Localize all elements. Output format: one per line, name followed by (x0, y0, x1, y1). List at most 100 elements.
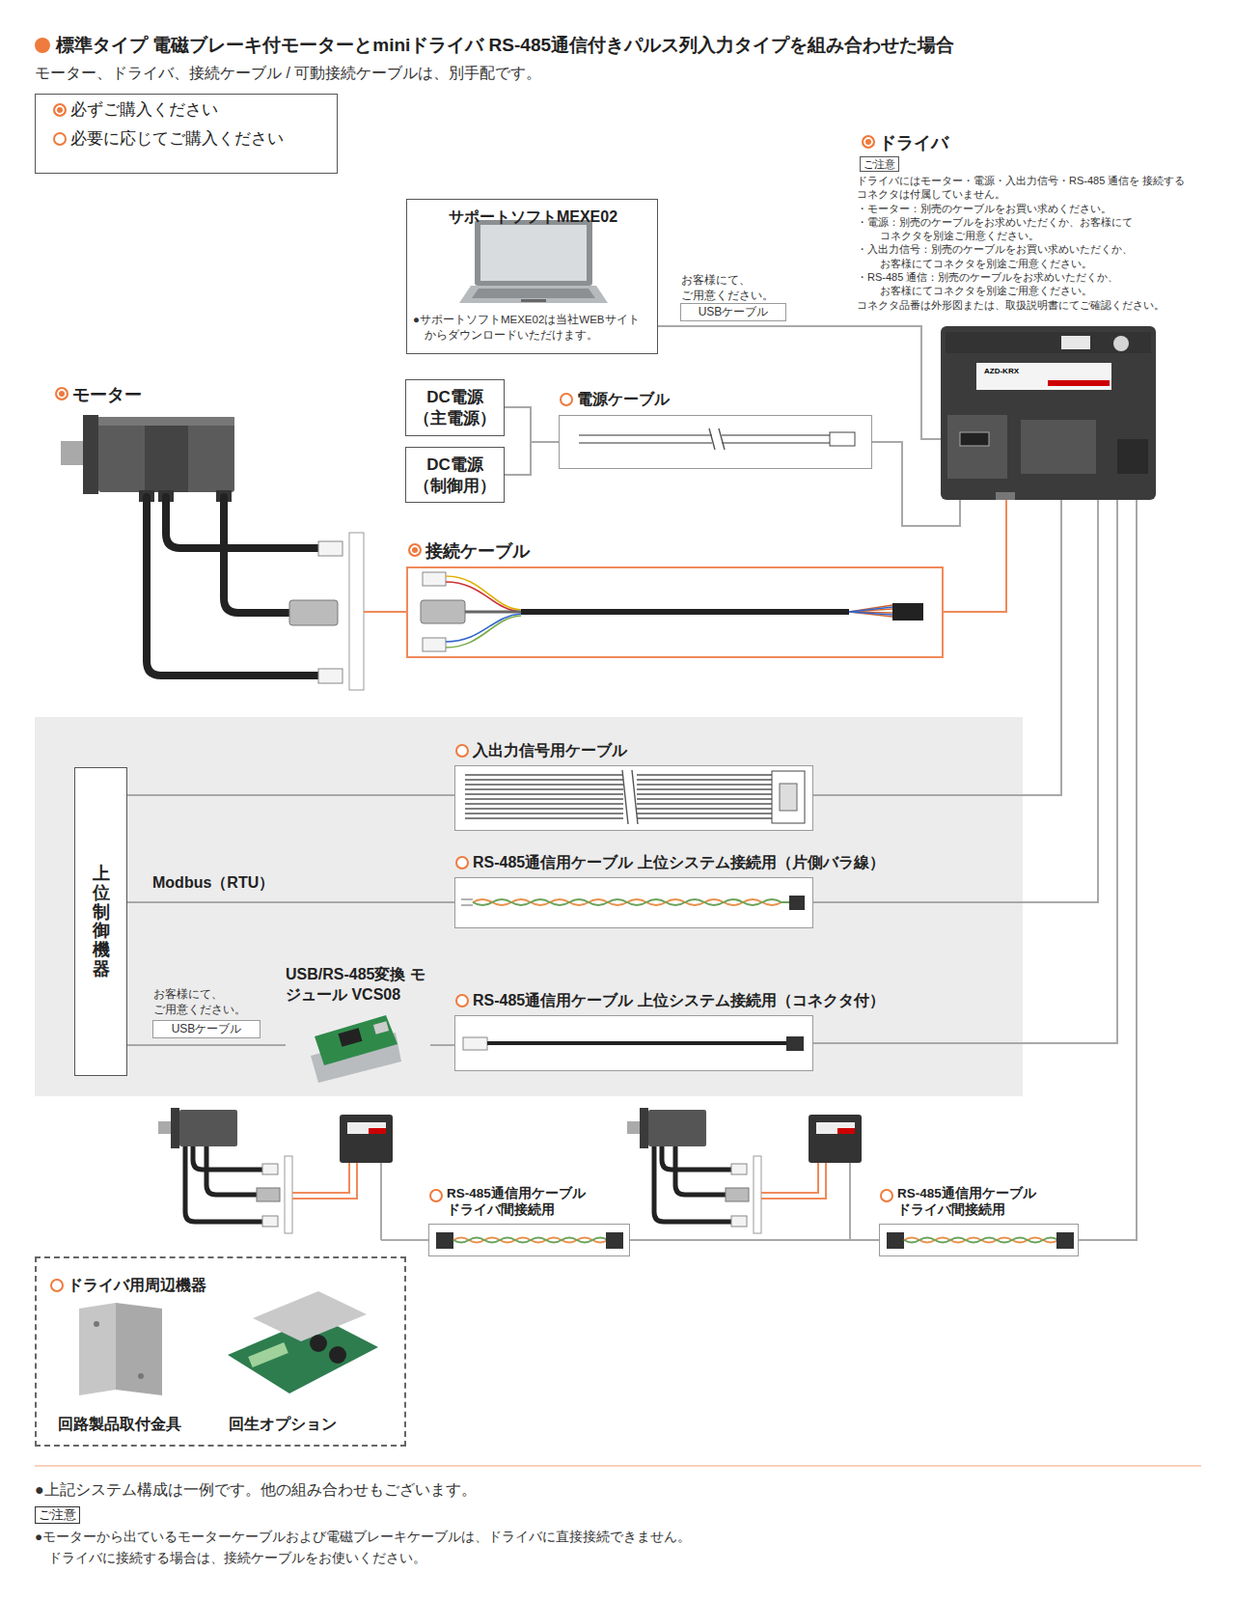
driver-illustration (940, 326, 1156, 500)
host-controller-box: 上位制御機器 (74, 767, 128, 1076)
small-motor-driver-set (627, 1107, 862, 1240)
heading-text: RS-485通信用ケーブル ドライバ間接続用 (446, 1185, 637, 1219)
vcs08-illustration (310, 1014, 402, 1083)
purchase-mark (429, 1188, 443, 1203)
caution-tag: ご注意 (34, 1506, 81, 1524)
heading-row: RS-485通信用ケーブル 上位システム接続用（コネクタ付） (455, 990, 885, 1011)
host-band (34, 716, 1023, 1097)
heading-row: 入出力信号用ケーブル (455, 740, 628, 761)
purchase-mark (54, 386, 69, 401)
heading-text: 入出力信号用ケーブル (472, 740, 628, 761)
chain-wire (381, 1238, 429, 1241)
connector-line (504, 441, 559, 475)
title-row: 標準タイプ 電磁ブレーキ付モーターとminiドライバ RS-485通信付きパルス… (34, 32, 955, 58)
heading-row: RS-485通信用ケーブル 上位システム接続用（片側バラ線） (455, 852, 885, 873)
legend-text: 必要に応じてご購入ください (70, 128, 284, 149)
connector-line (813, 499, 1118, 1043)
connector-line (1078, 499, 1137, 1240)
legend-item: 必ずご購入ください (53, 99, 219, 120)
heading-text: RS-485通信用ケーブル 上位システム接続用（コネクタ付） (472, 990, 885, 1011)
heading-row: モーター (54, 383, 142, 407)
legend-swatch (53, 103, 67, 117)
purchase-mark (50, 1278, 64, 1292)
purchase-mark (559, 392, 574, 407)
node-text: DC電源 （主電源） (406, 386, 504, 430)
converter-node: USB/RS-485変換 モジュール VCS08 (285, 964, 431, 1083)
connection-cable-illustration (420, 572, 924, 652)
note-line: ・RS-485 通信：別売のケーブルをお求めいただくか、 お客様にてコネクタを別… (856, 270, 1190, 299)
heading-text: 電源ケーブル (576, 389, 670, 410)
regeneration-option-illustration (227, 1290, 379, 1394)
purchase-mark (455, 743, 469, 758)
usb-cable-box: お客様にて、 ご用意ください。USBケーブル (152, 1019, 261, 1039)
connector-line (430, 1043, 455, 1046)
node-text: 回生オプション (228, 1414, 337, 1435)
heading-row: ドライバ (861, 132, 949, 155)
motor-illustration (60, 414, 364, 690)
cable-box: 電源ケーブル (558, 414, 873, 469)
cable-box: RS-485通信用ケーブル 上位システム接続用（片側バラ線） (454, 877, 814, 929)
laptop-illustration (459, 219, 608, 303)
note-line: ・電源：別売のケーブルをお求めいただくか、お客様にて コネクタを別途ご用意くださ… (856, 215, 1190, 244)
io-cable-illustration (465, 769, 805, 824)
heading-row: 電源ケーブル (559, 389, 670, 410)
heading-text: ドライバ用周辺機器 (67, 1275, 207, 1295)
note-line: ドライバにはモーター・電源・入出力信号・RS-485 通信を 接続するコネクタは… (856, 173, 1190, 202)
software-box: サポートソフトMEXE02 ●サポートソフトMEXE02は当社WEBサイト からダ… (406, 198, 659, 355)
connector-line (127, 1043, 286, 1046)
purchase-mark (879, 1188, 894, 1203)
cable-box: RS-485通信用ケーブル 上位システム接続用（コネクタ付） (454, 1014, 814, 1071)
footnote: ●モーターから出ているモーターケーブルおよび電磁ブレーキケーブルは、ドライバに直… (34, 1526, 768, 1568)
chain-cable-illustration (886, 1232, 1074, 1249)
connector-line (630, 1238, 879, 1241)
subtitle: モーター、ドライバ、接続ケーブル / 可動接続ケーブルは、別手配です。 (34, 63, 542, 84)
connector-line (943, 499, 1007, 612)
node-text: お客様にて、 ご用意ください。 (681, 272, 788, 303)
node-text: USBケーブル (153, 1020, 260, 1037)
footnote: ●上記システム構成は一例です。他の組み合わせもございます。 (34, 1480, 477, 1501)
rs485-connector-cable-illustration (463, 1036, 804, 1051)
legend-swatch (53, 132, 67, 146)
connector-line (504, 407, 559, 442)
peripheral-item: 回生オプション (225, 1301, 400, 1437)
heading-text: RS-485通信用ケーブル ドライバ間接続用 (897, 1185, 1088, 1219)
note-line: コネクタ品番は外形図または、取扱説明書にてご確認ください。 (856, 298, 1190, 312)
node-text: USB/RS-485変換 モジュール VCS08 (285, 964, 431, 1006)
peripheral-group: ドライバ用周辺機器回路製品取付金具 回生オプション (34, 1256, 407, 1447)
cable-box: RS-485通信用ケーブル ドライバ間接続用 (428, 1223, 631, 1257)
cable-box: 入出力信号用ケーブル (454, 765, 814, 831)
node-text: USBケーブル (681, 303, 786, 320)
purchase-mark (408, 543, 422, 557)
separator-rule (34, 1464, 1202, 1466)
connector-line (813, 499, 1098, 903)
edge-label: Modbus（RTU） (152, 873, 275, 894)
heading-text: RS-485通信用ケーブル 上位システム接続用（片側バラ線） (472, 852, 885, 873)
title-bullet (34, 37, 51, 54)
connector-line (872, 441, 960, 526)
power-supply-box: DC電源 （制御用） (405, 446, 505, 503)
bracket-illustration (79, 1302, 163, 1396)
heading-row: 接続ケーブル (408, 540, 530, 563)
legend-text: 必ずご購入ください (70, 99, 219, 120)
heading-row: RS-485通信用ケーブル ドライバ間接続用 (879, 1185, 1088, 1219)
heading-text: ドライバ (878, 132, 949, 155)
heading-text: 接続ケーブル (425, 540, 530, 563)
motor-node: モーター (54, 412, 364, 690)
diagram-title: 標準タイプ 電磁ブレーキ付モーターとminiドライバ RS-485通信付きパルス… (55, 32, 955, 58)
heading-text: モーター (72, 383, 142, 407)
power-supply-box: DC電源 （主電源） (405, 379, 505, 437)
node-text: お客様にて、 ご用意ください。 (153, 986, 262, 1017)
purchase-mark (455, 993, 469, 1008)
node-text: サポートソフトMEXE02 (407, 207, 659, 228)
node-text: ●サポートソフトMEXE02は当社WEBサイト からダウンロードいただけます。 (412, 311, 655, 343)
node-text: 回路製品取付金具 (57, 1414, 182, 1435)
power-cable-illustration (578, 428, 855, 450)
connector-line (363, 610, 407, 613)
heading-row: RS-485通信用ケーブル ドライバ間接続用 (429, 1185, 637, 1219)
connector-line (127, 901, 455, 904)
usb-cable-box: お客様にて、 ご用意ください。USBケーブル (680, 302, 787, 322)
node-text: DC電源 （制御用） (406, 454, 504, 497)
